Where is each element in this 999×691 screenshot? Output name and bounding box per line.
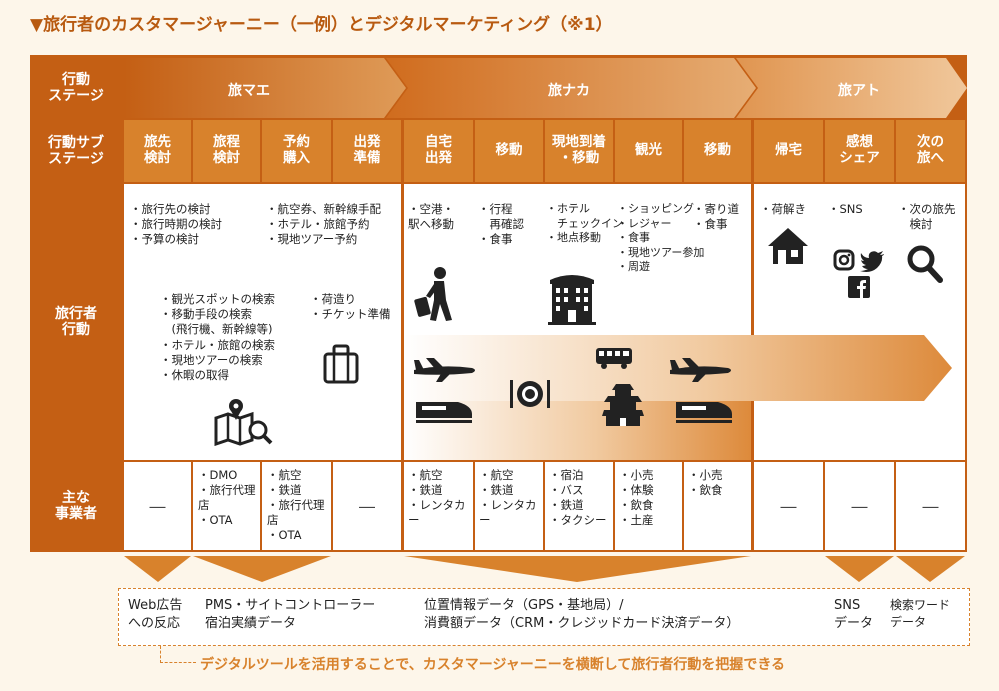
row-header-business: 主な 事業者: [30, 462, 122, 550]
business-cell: ・DMO ・旅行代理店 ・OTA: [193, 462, 260, 550]
journey-band: [404, 335, 952, 460]
behavior-naka-4: ・ショッピング ・レジャー ・食事 ・現地ツアー参加 ・周遊: [617, 202, 705, 274]
behavior-naka-3: ・ホテル チェックイン ・地点移動: [546, 202, 623, 245]
data-source-pms: PMS・サイトコントローラー 宿泊実績データ: [205, 598, 376, 632]
business-cell: ・航空 ・鉄道 ・旅行代理店 ・OTA: [262, 462, 331, 550]
behavior-naka-5: ・寄り道 ・食事: [693, 202, 739, 232]
substage-cell: 旅程 検討: [193, 120, 260, 182]
business-value: ―: [149, 496, 166, 516]
stage-arrows: [124, 58, 967, 118]
business-cell: ―: [124, 462, 191, 550]
row-header-substage: 行動サブ ステージ: [30, 120, 122, 182]
behavior-panel-mae: [124, 184, 401, 460]
behavior-mae-mid-left: ・観光スポットの検索 ・移動手段の検索 (飛行機、新幹線等) ・ホテル・旅館の検…: [160, 292, 275, 382]
business-value: ―: [851, 496, 868, 516]
train-icon: [416, 402, 472, 423]
business-value: ―: [922, 496, 939, 516]
magnifier-icon: [907, 245, 943, 283]
house-icon: [768, 228, 808, 264]
business-cell: ―: [825, 462, 894, 550]
behavior-ato-1: ・荷解き: [760, 202, 806, 216]
business-value: ・航空 ・鉄道 ・レンタカー: [408, 468, 466, 527]
business-value: ・航空 ・鉄道 ・旅行代理店 ・OTA: [267, 468, 325, 542]
business-cell: ―: [896, 462, 965, 550]
behavior-ato-3: ・次の旅先 検討: [898, 202, 956, 232]
stage-arrow-mae: [124, 58, 406, 118]
page-title: ▼旅行者のカスタマージャーニー（一例）とデジタルマーケティング（※1）: [30, 15, 613, 35]
business-value: ・航空 ・鉄道 ・レンタカー: [479, 468, 537, 527]
bus-icon: [596, 348, 632, 369]
data-source-search: 検索ワード データ: [890, 598, 951, 629]
business-value: ・宿泊 ・バス ・鉄道 ・タクシー: [549, 468, 607, 527]
business-value: ・DMO ・旅行代理店 ・OTA: [198, 468, 256, 527]
twitter-icon: [860, 251, 884, 272]
substage-cell: 旅先 検討: [124, 120, 191, 182]
substage-cell: 感想 シェア: [825, 120, 894, 182]
facebook-icon: [848, 276, 870, 298]
behavior-mae-top-left: ・旅行先の検討 ・旅行時期の検討 ・予算の検討: [130, 202, 222, 247]
substage-cell: 自宅 出発: [404, 120, 473, 182]
behavior-naka-1: ・空港・ 駅へ移動: [408, 202, 454, 232]
substage-cell: 移動: [684, 120, 751, 182]
behavior-ato-2: ・SNS: [828, 202, 863, 216]
data-flow-arrows: [124, 556, 965, 582]
business-cell: ・航空 ・鉄道 ・レンタカー: [404, 462, 473, 550]
stage-arrow-ato: [736, 58, 967, 118]
airplane-icon: [414, 358, 475, 382]
hotel-icon: [548, 275, 596, 325]
business-cell: ・小売 ・体験 ・飲食 ・土産: [615, 462, 682, 550]
substage-cell: 次の 旅へ: [896, 120, 965, 182]
business-cell: ―: [754, 462, 823, 550]
business-value: ―: [359, 496, 375, 516]
substage-cell: 移動: [475, 120, 543, 182]
airplane-icon: [670, 358, 731, 382]
substage-cell: 現地到着 ・移動: [545, 120, 613, 182]
row-header-stage: 行動 ステージ: [30, 58, 122, 118]
castle-icon: [602, 384, 644, 426]
stage-arrow-naka: [386, 58, 756, 118]
data-source-box: [118, 588, 970, 646]
footer-connector: [160, 646, 196, 663]
business-value: ・小売 ・体験 ・飲食 ・土産: [619, 468, 654, 527]
stage-label-mae: 旅マエ: [228, 83, 270, 99]
substage-cell: 帰宅: [754, 120, 823, 182]
substage-cell: 予約 購入: [262, 120, 331, 182]
business-cell: ―: [333, 462, 401, 550]
data-arrow-pms: [193, 556, 331, 582]
business-value: ・小売 ・飲食: [688, 468, 723, 497]
stage-label-naka: 旅ナカ: [548, 83, 590, 99]
traveler-icon: [414, 267, 452, 321]
behavior-mae-mid-right: ・荷造り ・チケット準備: [310, 292, 391, 322]
stage-label-ato: 旅アト: [838, 83, 880, 99]
row-header-behavior: 旅行者 行動: [30, 184, 122, 460]
behavior-naka-2: ・行程 再確認 ・食事: [478, 202, 524, 247]
business-cell: ・航空 ・鉄道 ・レンタカー: [475, 462, 543, 550]
data-source-web: Web広告 への反応: [128, 598, 183, 632]
footer-note: デジタルツールを活用することで、カスタマージャーニーを横断して旅行者行動を把握で…: [200, 657, 786, 673]
data-source-location: 位置情報データ（GPS・基地局）/ 消費額データ（CRM・クレジッドカード決済デ…: [424, 598, 740, 632]
suitcase-icon: [323, 344, 359, 384]
instagram-icon: [833, 249, 855, 271]
data-arrow-sns: [825, 556, 894, 582]
data-arrow-search: [896, 556, 965, 582]
data-source-sns: SNS データ: [834, 598, 874, 632]
map-search-icon: [214, 399, 273, 446]
business-value: ―: [780, 496, 797, 516]
behavior-mae-top-right: ・航空券、新幹線手配 ・ホテル・旅館予約 ・現地ツアー予約: [266, 202, 381, 247]
substage-cell: 観光: [615, 120, 682, 182]
business-cell: ・小売 ・飲食: [684, 462, 751, 550]
data-arrow-location: [404, 556, 751, 582]
business-cell: ・宿泊 ・バス ・鉄道 ・タクシー: [545, 462, 613, 550]
dining-icon: [510, 380, 550, 408]
data-arrow-web: [124, 556, 191, 582]
substage-cell: 出発 準備: [333, 120, 401, 182]
train-icon: [676, 402, 732, 423]
